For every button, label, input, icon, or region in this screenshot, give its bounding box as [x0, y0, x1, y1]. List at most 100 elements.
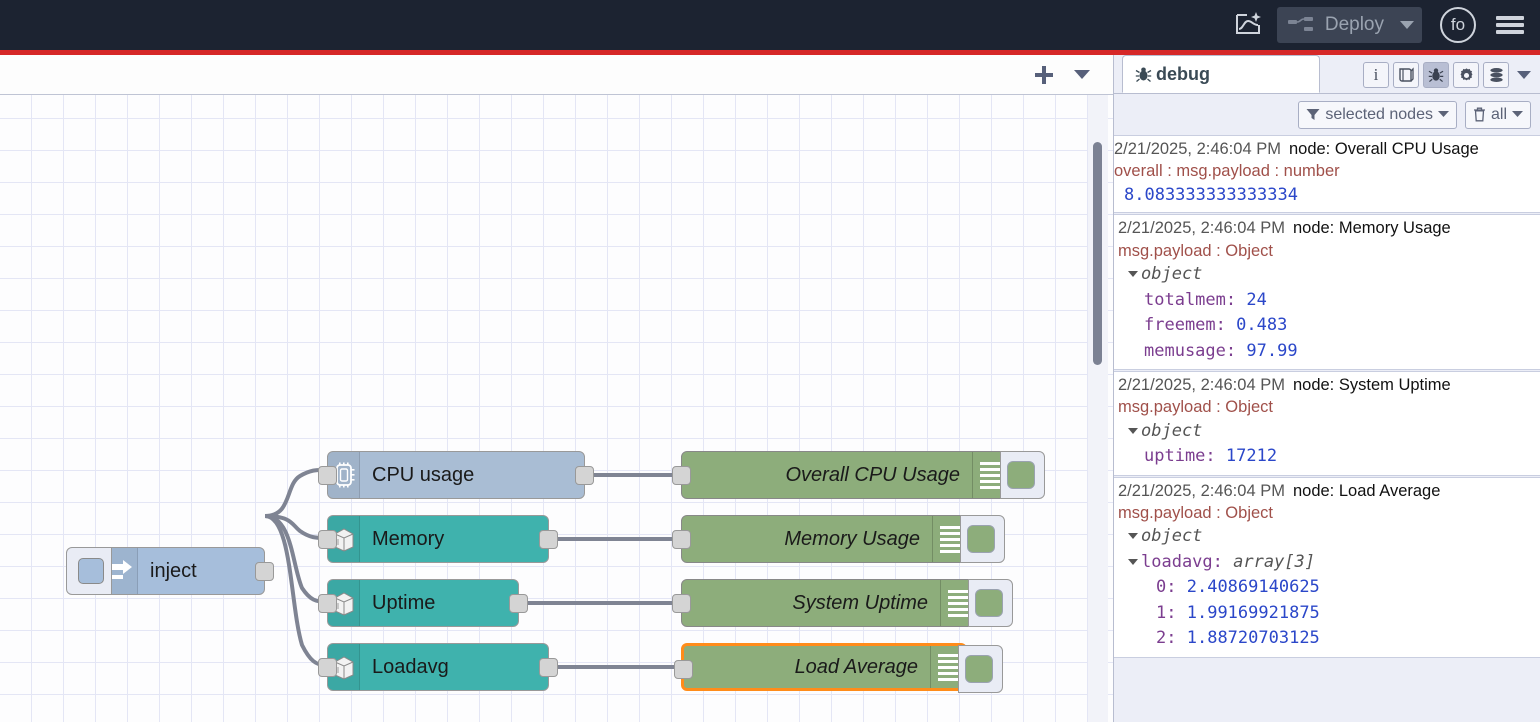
debug-toggle-inner [967, 525, 995, 553]
debug-array-item: 2: 1.88720703125 [1118, 626, 1540, 652]
debug-topic: msg.payload : Object [1118, 240, 1540, 262]
add-flow-tab-button[interactable] [1029, 60, 1059, 90]
debug-message[interactable]: 2/21/2025, 2:46:04 PMnode: Overall CPU U… [1114, 135, 1540, 213]
debug-message-list[interactable]: 2/21/2025, 2:46:04 PM node: Overall CPU U… [1114, 135, 1540, 722]
debug-object-label: object [1141, 526, 1202, 546]
node-label-loadavg: Loadavg [360, 656, 548, 679]
flow-node-cpu-usage[interactable]: CPU usage [327, 451, 585, 499]
debug-timestamp: 2/21/2025, 2:46:04 PM [1118, 482, 1285, 500]
canvas-vertical-scrollbar[interactable] [1093, 142, 1102, 365]
debug-object-root[interactable]: object [1118, 262, 1540, 288]
debug-array-item: 1: 1.99169921875 [1118, 601, 1540, 627]
ai-sparkle-icon[interactable] [1227, 8, 1271, 42]
flow-node-memory[interactable]: Memory [327, 515, 549, 563]
debug-property: memusage: 97.99 [1118, 339, 1540, 365]
clear-messages-button[interactable]: all [1465, 101, 1531, 129]
node-output-port[interactable] [509, 594, 528, 613]
filter-selected-nodes-button[interactable]: selected nodes [1298, 101, 1457, 129]
debug-toggle-button[interactable] [958, 645, 1003, 693]
debug-topic: msg.payload : Object [1118, 396, 1540, 418]
context-data-icon[interactable] [1483, 62, 1509, 88]
deploy-button[interactable]: Deploy [1277, 7, 1422, 43]
debug-item-value: 1.88720703125 [1187, 628, 1320, 648]
library-book-icon[interactable] [1393, 62, 1419, 88]
flow-node-debug-overall-cpu-usage[interactable]: Overall CPU Usage [681, 451, 1007, 499]
node-label-overall-cpu-usage: Overall CPU Usage [682, 464, 972, 487]
flow-workspace: inject CPU usage [0, 55, 1113, 722]
debug-message-header: 2/21/2025, 2:46:04 PM node: Memory Usage [1118, 218, 1540, 239]
debug-object-root[interactable]: object [1118, 524, 1540, 550]
flow-node-uptime[interactable]: Uptime [327, 579, 519, 627]
debug-node-name: Memory Usage [1339, 219, 1451, 237]
debug-toggle-button[interactable] [968, 579, 1013, 627]
node-output-port[interactable] [539, 658, 558, 677]
debug-message[interactable]: 2/21/2025, 2:46:04 PMnode: System Uptime… [1114, 371, 1540, 476]
flow-node-debug-load-average[interactable]: Load Average [681, 643, 967, 691]
debug-object-label: object [1141, 264, 1202, 284]
chevron-down-icon[interactable] [1513, 63, 1535, 87]
debug-timestamp: 2/21/2025, 2:46:04 PM [1114, 140, 1281, 158]
flow-tab-bar [0, 55, 1113, 95]
gear-icon[interactable] [1453, 62, 1479, 88]
tab-debug-label: debug [1156, 64, 1210, 85]
debug-object-root[interactable]: object [1118, 419, 1540, 445]
debug-array-root[interactable]: loadavg: array[3] [1118, 550, 1540, 576]
bug-icon[interactable] [1423, 62, 1449, 88]
right-sidebar: debug i [1113, 55, 1540, 722]
caret-down-icon[interactable] [1128, 271, 1138, 277]
flow-node-loadavg[interactable]: Loadavg [327, 643, 549, 691]
debug-topic: msg.payload : Object [1118, 502, 1540, 524]
avatar-initials: fo [1451, 15, 1465, 35]
debug-node-name: Overall CPU Usage [1335, 140, 1479, 158]
debug-property: uptime: 17212 [1118, 444, 1540, 470]
node-output-port[interactable] [539, 530, 558, 549]
debug-property-key: memusage [1144, 341, 1226, 361]
debug-message[interactable]: 2/21/2025, 2:46:04 PMnode: Load Average … [1114, 477, 1540, 658]
caret-down-icon[interactable] [1128, 533, 1138, 539]
avatar[interactable]: fo [1440, 7, 1476, 43]
debug-property-value: 24 [1246, 290, 1266, 310]
clear-label: all [1491, 106, 1507, 124]
node-label-cpu-usage: CPU usage [360, 464, 584, 487]
debug-node-prefix: node: [1293, 219, 1334, 237]
node-input-port[interactable] [672, 466, 691, 485]
node-input-port[interactable] [672, 594, 691, 613]
flow-node-debug-memory-usage[interactable]: Memory Usage [681, 515, 967, 563]
flow-node-debug-system-uptime[interactable]: System Uptime [681, 579, 975, 627]
flow-canvas[interactable]: inject CPU usage [0, 95, 1113, 722]
debug-property-key: freemem [1144, 315, 1216, 335]
node-label-memory: Memory [360, 528, 548, 551]
debug-timestamp: 2/21/2025, 2:46:04 PM [1118, 219, 1285, 237]
caret-down-icon[interactable] [1128, 559, 1138, 565]
debug-message[interactable]: 2/21/2025, 2:46:04 PMnode: Memory Usage … [1114, 214, 1540, 370]
debug-toggle-button[interactable] [960, 515, 1005, 563]
sidebar-tool-icons: i [1363, 62, 1535, 88]
node-input-port[interactable] [318, 466, 337, 485]
node-output-port[interactable] [255, 562, 274, 581]
node-output-port[interactable] [575, 466, 594, 485]
debug-message-header: 2/21/2025, 2:46:04 PMnode: System Uptime [1118, 375, 1540, 396]
debug-toggle-button[interactable] [1000, 451, 1045, 499]
node-input-port[interactable] [672, 530, 691, 549]
deploy-nodes-icon [1287, 14, 1315, 36]
info-icon[interactable]: i [1363, 62, 1389, 88]
node-input-port[interactable] [318, 594, 337, 613]
chevron-down-icon[interactable] [1396, 21, 1418, 30]
flow-node-inject[interactable]: inject [105, 547, 265, 595]
node-label-inject: inject [138, 560, 264, 583]
node-input-port[interactable] [318, 658, 337, 677]
debug-message-header: 2/21/2025, 2:46:04 PMnode: Overall CPU U… [1114, 139, 1540, 160]
inject-trigger-inner [78, 558, 104, 584]
hamburger-menu-icon[interactable] [1496, 13, 1526, 37]
debug-message-header: 2/21/2025, 2:46:04 PMnode: Load Average [1118, 481, 1540, 502]
caret-down-icon[interactable] [1128, 428, 1138, 434]
node-label-load-average: Load Average [684, 656, 930, 679]
node-input-port[interactable] [674, 660, 693, 679]
debug-node-prefix: node: [1293, 482, 1334, 500]
node-label-system-uptime: System Uptime [682, 592, 940, 615]
debug-item-value: 2.40869140625 [1187, 577, 1320, 597]
tab-debug[interactable]: debug [1122, 55, 1320, 93]
inject-trigger-button[interactable] [66, 547, 112, 595]
flow-tab-menu-button[interactable] [1069, 62, 1095, 88]
node-input-port[interactable] [318, 530, 337, 549]
